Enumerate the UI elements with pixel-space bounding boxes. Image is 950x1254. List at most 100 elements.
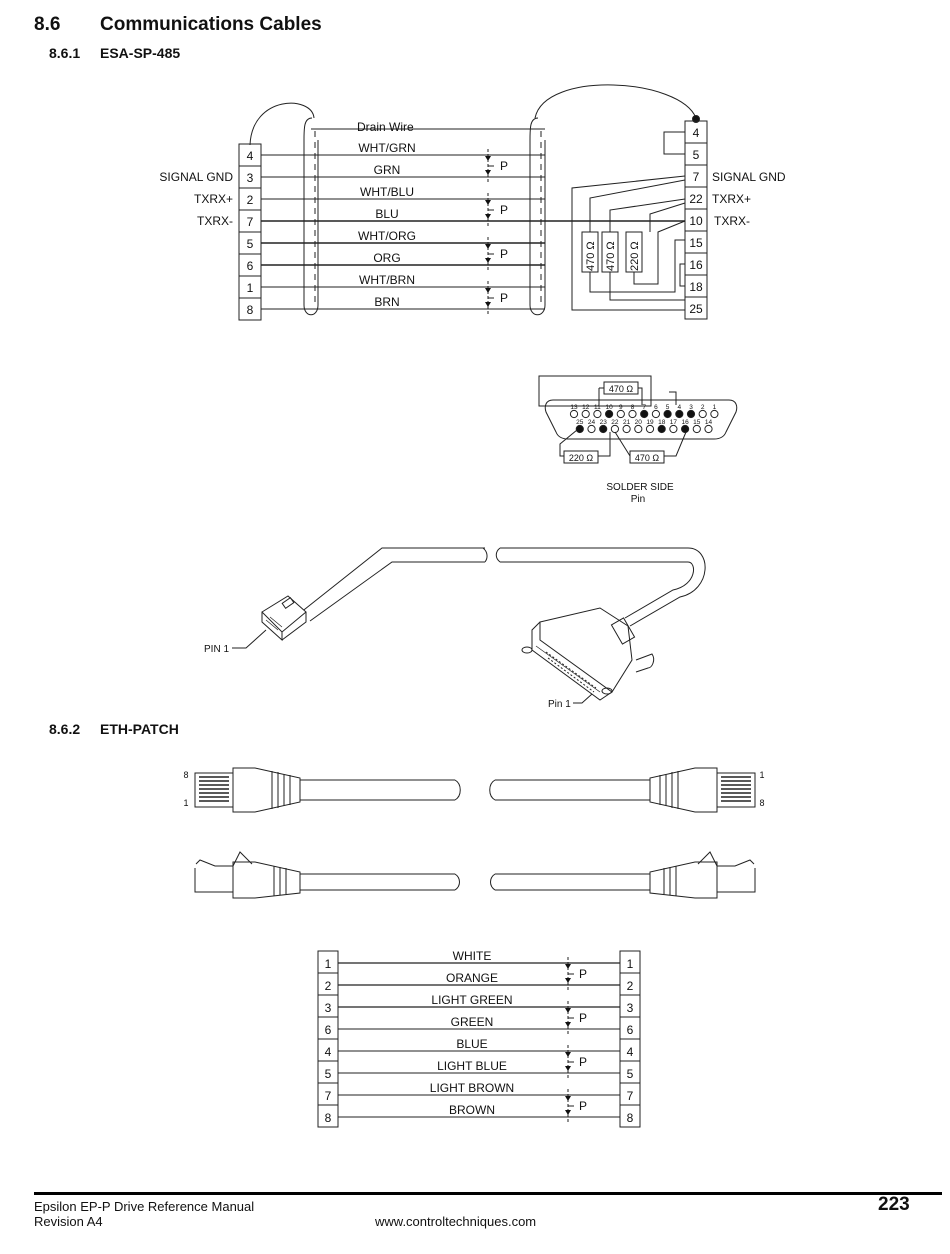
left-pin-number: 5 (247, 237, 254, 251)
eth-right-side-boot (649, 861, 718, 899)
dsub-top-pin (628, 409, 637, 419)
dsub-bottom-pin-number: 22 (611, 419, 619, 426)
sp485-wire-color-label: WHT/BLU (360, 185, 414, 199)
svg-text:470 Ω: 470 Ω (635, 453, 660, 463)
left-pin-number: 3 (247, 171, 254, 185)
drain-loop-right (534, 84, 697, 119)
dsub-top-pin-number: 11 (594, 404, 601, 411)
dsub-top-pin-number: 12 (582, 404, 590, 411)
dsub-bottom-pin-number: 23 (600, 419, 608, 426)
subsection-number: 8.6.1 (49, 45, 81, 61)
dsub-top-pin-number: 6 (654, 404, 658, 411)
sp485-wire-color-label: WHT/ORG (358, 229, 416, 243)
footer-url[interactable]: www.controltechniques.com (375, 1214, 537, 1229)
svg-text:470 Ω: 470 Ω (585, 241, 597, 271)
dsub-top-pin (663, 409, 672, 419)
dsub-bottom-pin-number: 14 (705, 419, 713, 426)
eth-right-pin-number: 5 (627, 1067, 634, 1081)
sp485-wire-color-label: BRN (374, 295, 399, 309)
svg-text:470 Ω: 470 Ω (605, 241, 617, 271)
db25-connector (521, 607, 655, 701)
dsub-top-pin-number: 7 (642, 404, 646, 411)
pair-label: P (500, 291, 508, 305)
eth-wire-color-label: GREEN (451, 1015, 494, 1029)
right-pin-number: 4 (693, 126, 700, 140)
eth-pair-label: P (579, 967, 587, 981)
resistor-470-b: 470 Ω (601, 231, 619, 273)
dsub-resistor-bottom-right (629, 450, 665, 464)
eth-wire-color-label: BLUE (456, 1037, 487, 1051)
resistor-470-a: 470 Ω (581, 231, 599, 273)
cable-right-section (500, 547, 706, 627)
dsub-top-pin (616, 409, 625, 419)
cable-left-section (299, 547, 485, 622)
dsub-top-pin-number: 10 (605, 404, 613, 411)
dsub-bottom-pin (681, 424, 690, 434)
dsub-bottom-pin-number: 25 (576, 419, 584, 426)
eth-left-pin-number: 5 (325, 1067, 332, 1081)
dsub-top-pin (675, 409, 684, 419)
eth-left-pin-number: 4 (325, 1045, 332, 1059)
eth-left-pin-number: 8 (325, 1111, 332, 1125)
svg-text:470 Ω: 470 Ω (609, 384, 634, 394)
sp485-wire-color-label: ORG (373, 251, 400, 265)
dsub-bottom-pin (669, 424, 678, 434)
dsub-bottom-pin (622, 424, 631, 434)
right-pin-number: 25 (689, 302, 703, 316)
sp485-wire-color-label: BLU (375, 207, 398, 221)
eth-wire-color-label: BROWN (449, 1103, 495, 1117)
svg-text:1: 1 (759, 770, 764, 780)
eth-wire-color-label: LIGHT BROWN (430, 1081, 514, 1095)
dsub-top-pin-number: 1 (713, 404, 717, 411)
dsub-top-pin (569, 409, 579, 419)
dsub-bottom-pin (645, 424, 655, 434)
jumper-16-18 (679, 263, 685, 287)
eth-pair-arrow (565, 1008, 571, 1013)
dsub-bottom-pin-number: 21 (623, 419, 631, 426)
dsub-bottom-pin (587, 424, 596, 434)
rj45-plug (261, 595, 307, 642)
eth-side-view (194, 851, 756, 899)
eth-pair-arrow (565, 1066, 571, 1071)
left-pin-number: 1 (247, 281, 254, 295)
eth-pair-arrow (565, 1096, 571, 1101)
eth-pair-arrow (565, 964, 571, 969)
pair-arrow (485, 170, 491, 175)
rj45-pin1-label: PIN 1 (204, 644, 229, 655)
dsub-shell-outline (544, 399, 738, 440)
right-pin-number: 22 (689, 192, 703, 206)
dsub-bottom-pin (575, 424, 584, 434)
dsub-caption-solder-side: SOLDER SIDE (606, 482, 674, 493)
footer-manual-title: Epsilon EP-P Drive Reference Manual (34, 1199, 255, 1214)
right-pin-number: 18 (689, 280, 703, 294)
dsub-top-pin (605, 409, 614, 419)
svg-text:8: 8 (759, 798, 764, 808)
pair-arrow (485, 200, 491, 205)
right-pin-number: 15 (689, 236, 703, 250)
subsection-number: 8.6.2 (49, 721, 81, 737)
dsub-caption-pin: Pin (631, 494, 645, 505)
eth-left-side-boot (232, 861, 301, 899)
eth-pair-arrow (565, 1110, 571, 1115)
eth-wire-color-label: WHITE (453, 949, 492, 963)
sp485-wire-color-label: WHT/BRN (359, 273, 415, 287)
pair-arrow (485, 214, 491, 219)
right-pin-number: 5 (693, 148, 700, 162)
right-signal-gnd-label: SIGNAL GND (712, 170, 786, 184)
left-signal-gnd-label: SIGNAL GND (159, 170, 233, 184)
dsub-top-pin-number: 8 (631, 404, 635, 411)
pair-arrow (485, 288, 491, 293)
eth-right-pin-number: 8 (627, 1111, 634, 1125)
left-pin-number: 6 (247, 259, 254, 273)
eth-top-view: 8 1 1 8 (183, 767, 765, 813)
eth-pair-arrow (565, 978, 571, 983)
left-txrx-minus-label: TXRX- (197, 214, 233, 228)
dsub-top-pin (581, 409, 590, 419)
dsub-top-pin (640, 409, 649, 419)
left-txrx-plus-label: TXRX+ (194, 192, 233, 206)
eth-wire-color-label: LIGHT GREEN (431, 993, 512, 1007)
